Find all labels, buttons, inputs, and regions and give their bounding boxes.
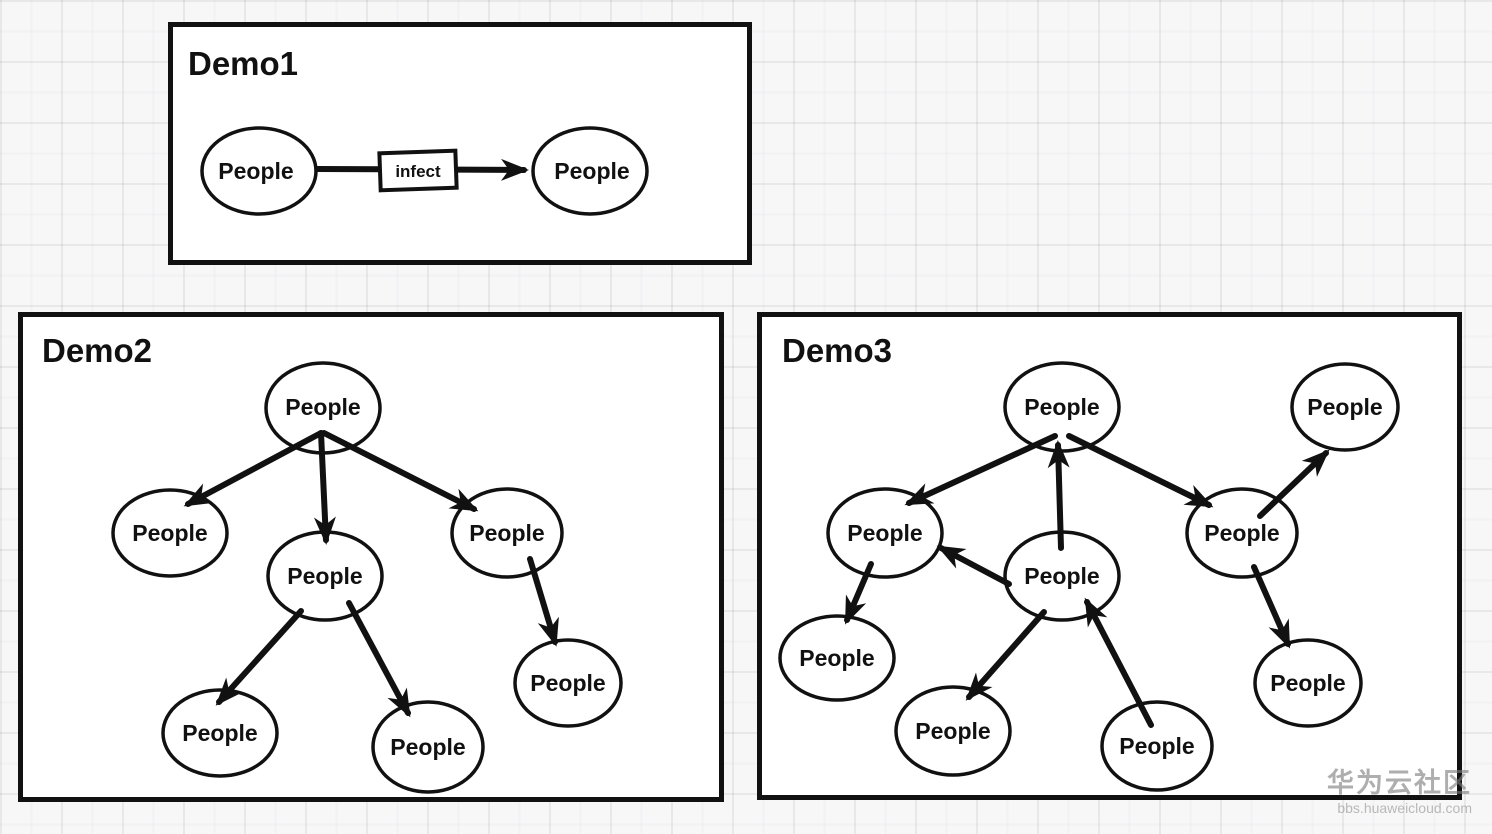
node-label: People	[390, 734, 465, 760]
demo3-edge-center-bottomleft	[965, 609, 1047, 701]
demo2-title: Demo2	[42, 332, 152, 369]
demo3-edge-right-topright	[1257, 449, 1330, 519]
node-label: People	[847, 520, 922, 546]
demo2-edge-mid-bottomleft	[215, 608, 304, 706]
node-label: People	[182, 720, 257, 746]
node-label: People	[799, 645, 874, 671]
demo3-edge-top-left	[904, 433, 1058, 506]
demo2-panel: Demo2 People People People People People…	[18, 312, 724, 802]
demo3-node-left	[826, 487, 944, 579]
node-label: People	[287, 563, 362, 589]
node-label: People	[915, 718, 990, 744]
node-label: People	[554, 158, 629, 184]
demo3-edge-top-right	[1066, 433, 1214, 508]
demo3-canvas: Demo3 People People People People People…	[778, 332, 1400, 792]
node-label: People	[1307, 394, 1382, 420]
node-label: People	[1024, 394, 1099, 420]
demo2-node-bottom-right	[371, 700, 485, 794]
demo3-node-bottom-center	[1100, 700, 1214, 792]
demo1-infect-box	[377, 148, 459, 193]
node-label: People	[1204, 520, 1279, 546]
node-label: People	[218, 158, 293, 184]
demo3-node-far-left-lower	[778, 614, 896, 702]
demo2-edge-root-mid	[313, 430, 336, 545]
demo3-node-top-right	[1290, 362, 1400, 452]
node-label: People	[1024, 563, 1099, 589]
node-label: People	[469, 520, 544, 546]
demo3-edge-center-left	[936, 545, 1012, 587]
demo1-panel: Demo1 infect People People	[168, 22, 752, 265]
node-label: People	[530, 670, 605, 696]
watermark-site: bbs.huaweicloud.com	[1337, 799, 1472, 816]
demo3-node-bottom-left	[894, 685, 1012, 777]
demo3-panel: Demo3 People People People People People…	[757, 312, 1462, 800]
demo1-node-right	[531, 126, 649, 216]
demo3-edge-left-farleftlower	[844, 561, 874, 625]
demo3-title: Demo3	[782, 332, 892, 369]
demo1-canvas: Demo1 infect People People	[188, 45, 649, 216]
demo2-edge-root-right	[321, 430, 479, 512]
demo3-edge-center-top	[1047, 440, 1070, 551]
demo2-edge-mid-bottomright	[346, 600, 411, 718]
demo3-edge-bottomcenter-center	[1084, 597, 1154, 728]
node-label: People	[1270, 670, 1345, 696]
demo1-infect-label: infect	[395, 162, 441, 181]
demo2-edge-right-rightchild	[527, 556, 559, 647]
node-label: People	[132, 520, 207, 546]
demo2-node-right-child	[513, 638, 623, 728]
demo3-edge-right-rightlower	[1251, 564, 1291, 649]
demo3-node-right-lower	[1253, 638, 1363, 728]
demo2-edge-root-left	[183, 430, 324, 507]
demo2-node-left	[111, 488, 229, 578]
demo2-canvas: Demo2 People People People People People…	[42, 332, 623, 794]
demo1-title: Demo1	[188, 45, 298, 82]
node-label: People	[285, 394, 360, 420]
demo2-node-right	[450, 487, 564, 579]
node-label: People	[1119, 733, 1194, 759]
